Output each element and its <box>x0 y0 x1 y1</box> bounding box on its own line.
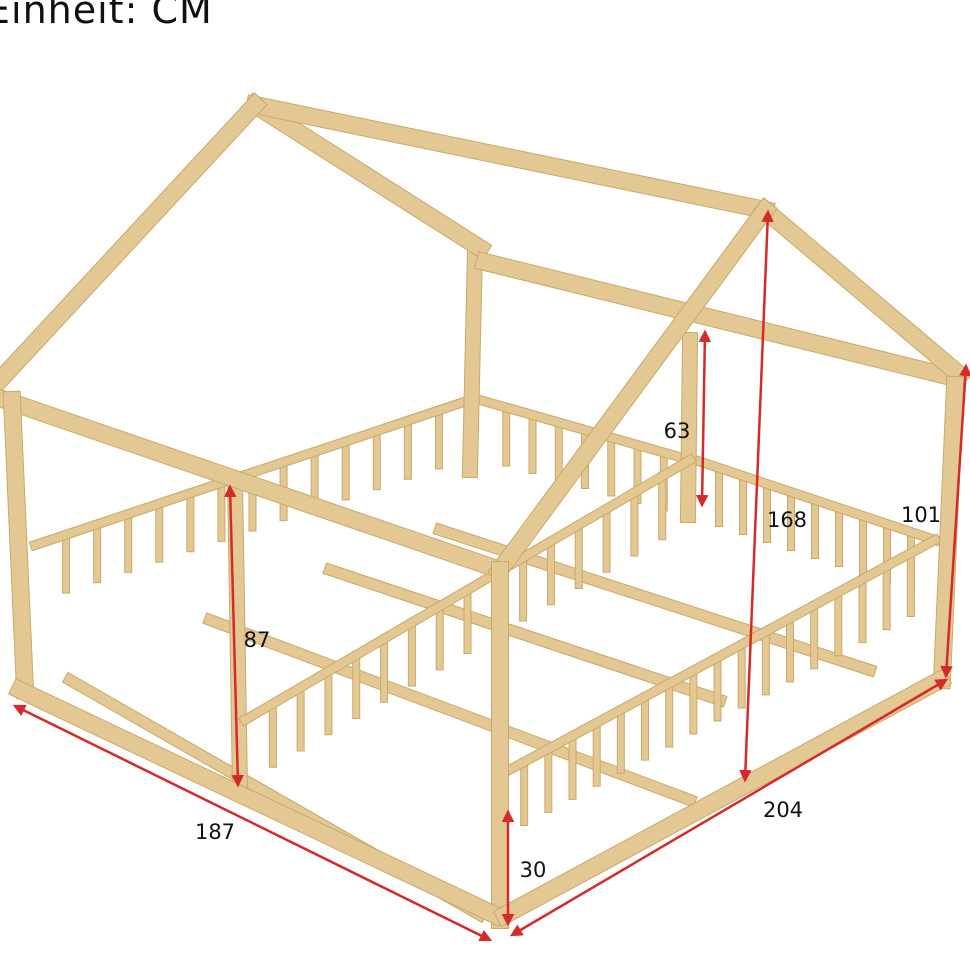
front-gable-right <box>753 198 970 387</box>
front-gable-left <box>488 198 777 582</box>
unit-label: Einheit: CM <box>0 0 213 32</box>
dim-length-label: 187 <box>194 820 236 844</box>
left-eave-beam <box>0 389 511 581</box>
dim-total-height-label: 168 <box>766 508 808 532</box>
inner-height-arrow <box>224 484 244 788</box>
dimension-arrows <box>12 209 970 942</box>
total-height-arrow <box>739 209 774 783</box>
dim-inner-height-label: 87 <box>243 628 271 652</box>
dim-upper-height-label: 63 <box>663 419 691 443</box>
back-gable-right <box>243 93 492 260</box>
back-post <box>462 242 483 478</box>
back-gable-left <box>0 93 267 392</box>
length-arrow <box>12 704 493 942</box>
side-height-arrow <box>940 363 970 679</box>
dim-rail-height-label: 30 <box>519 858 547 882</box>
floor-slat <box>323 563 727 707</box>
dim-side-height-label: 101 <box>900 503 942 527</box>
width-arrow <box>509 678 949 937</box>
right-back-slats-top-rail <box>689 454 941 546</box>
back-left-slats-top-rail <box>29 394 476 551</box>
divider-slats-top-rail <box>239 454 696 726</box>
left-post <box>3 391 34 699</box>
dim-width-label: 204 <box>762 798 804 822</box>
back-right-slats-top-rail <box>475 395 695 465</box>
ridge-beam <box>245 95 775 220</box>
bed-frame <box>0 92 970 929</box>
front-left-base <box>9 679 506 926</box>
right-eave-beam <box>475 252 965 388</box>
middle-post <box>680 332 698 523</box>
upper-height-arrow <box>695 329 712 508</box>
